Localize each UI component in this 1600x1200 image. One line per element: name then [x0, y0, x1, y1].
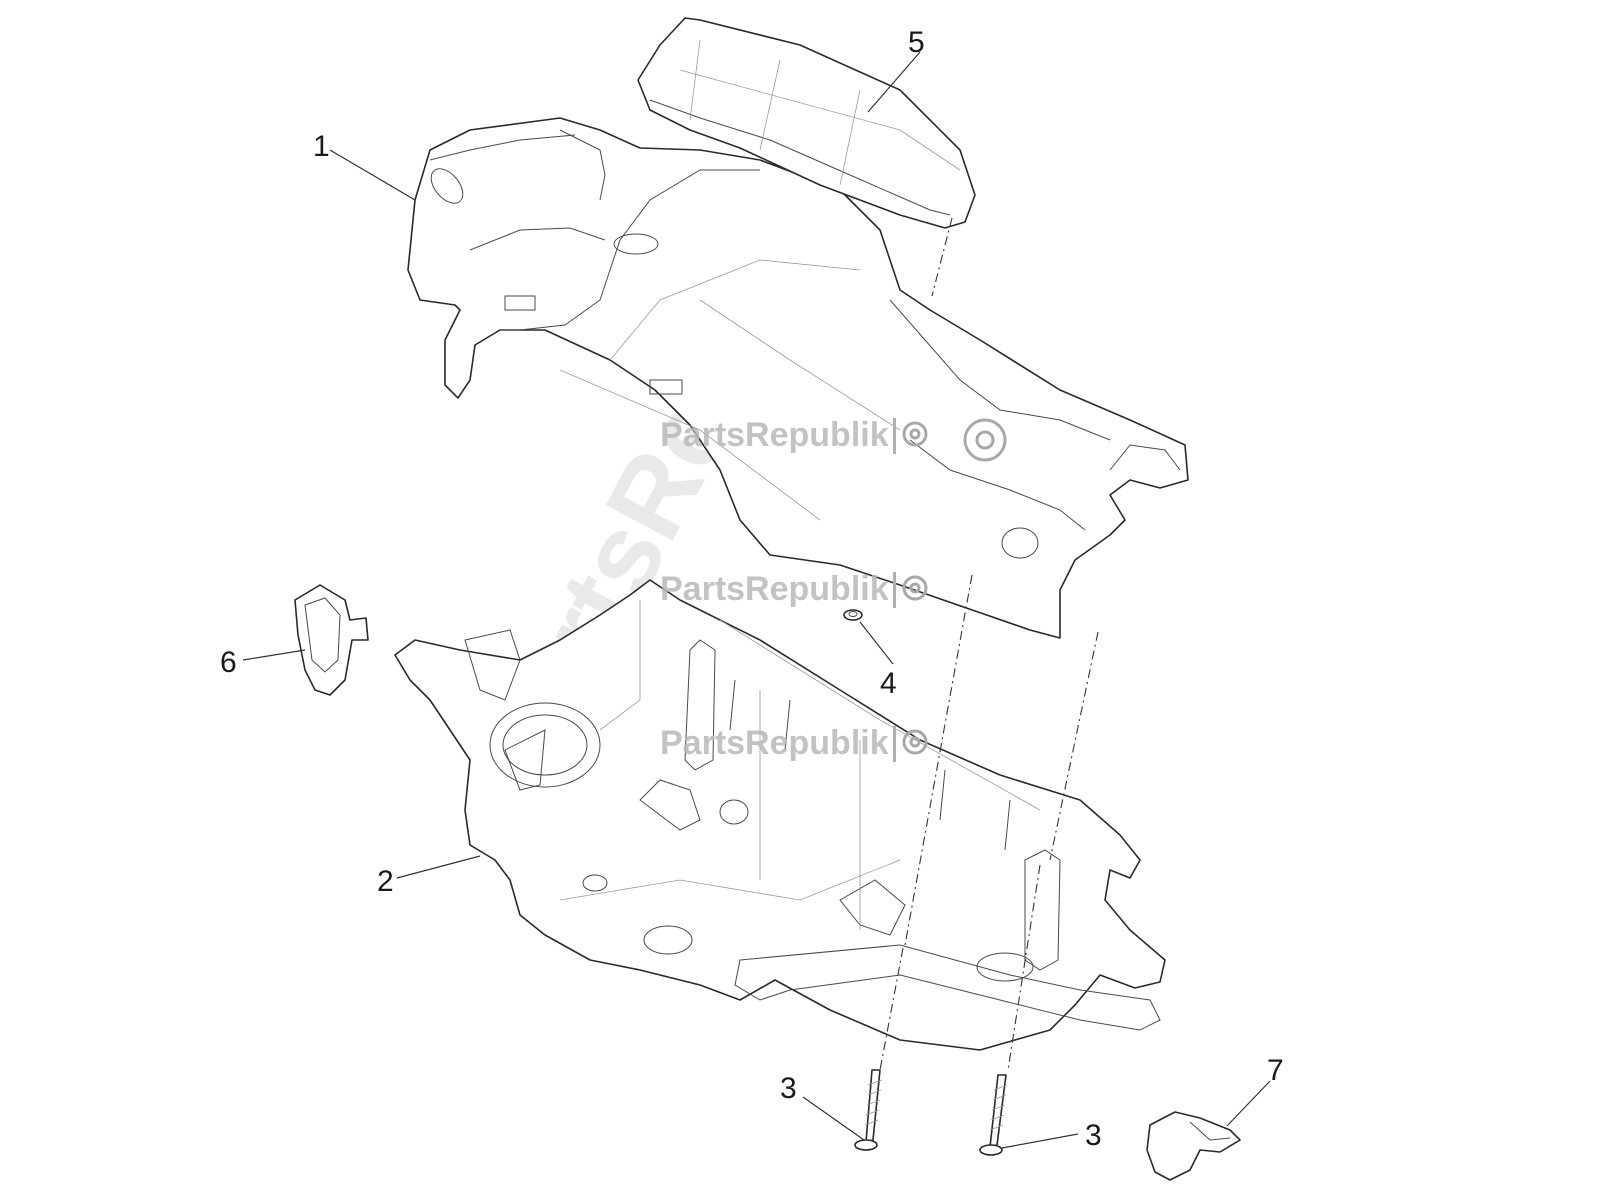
callout-7: 7: [1267, 1054, 1284, 1087]
watermark-gear-large: [963, 418, 1007, 462]
callout-3-left: 3: [780, 1072, 797, 1105]
svg-text:PartsRepublik: PartsRepublik: [660, 724, 889, 762]
watermark-bottom: PartsRepublik: [660, 724, 928, 762]
svg-text:PartsRepublik: PartsRepublik: [660, 416, 889, 454]
callout-3-right: 3: [1085, 1119, 1102, 1152]
callout-2: 2: [377, 865, 394, 898]
callout-4: 4: [880, 667, 897, 700]
part-1-upper-handlebar-cover: [407, 117, 1189, 639]
part-2-lower-handlebar-cover: [394, 579, 1166, 1051]
part-7-clip: [1146, 1111, 1241, 1181]
callout-5: 5: [908, 26, 925, 59]
part-6-insert: [294, 584, 369, 696]
assembly-lines: [879, 217, 1099, 1071]
callout-6: 6: [220, 646, 237, 679]
leader-lines: [242, 51, 1271, 1149]
part-3-screw-right: [979, 1074, 1008, 1156]
watermark-top: PartsRepublik: [660, 416, 928, 454]
svg-text:PartsRepublik: PartsRepublik: [660, 570, 889, 608]
watermark-middle: PartsRepublik: [660, 570, 928, 608]
part-4-grommet: [843, 609, 863, 621]
part-3-screw-left: [854, 1069, 883, 1151]
callout-1: 1: [313, 130, 330, 163]
part-5-top-cover: [637, 17, 976, 229]
